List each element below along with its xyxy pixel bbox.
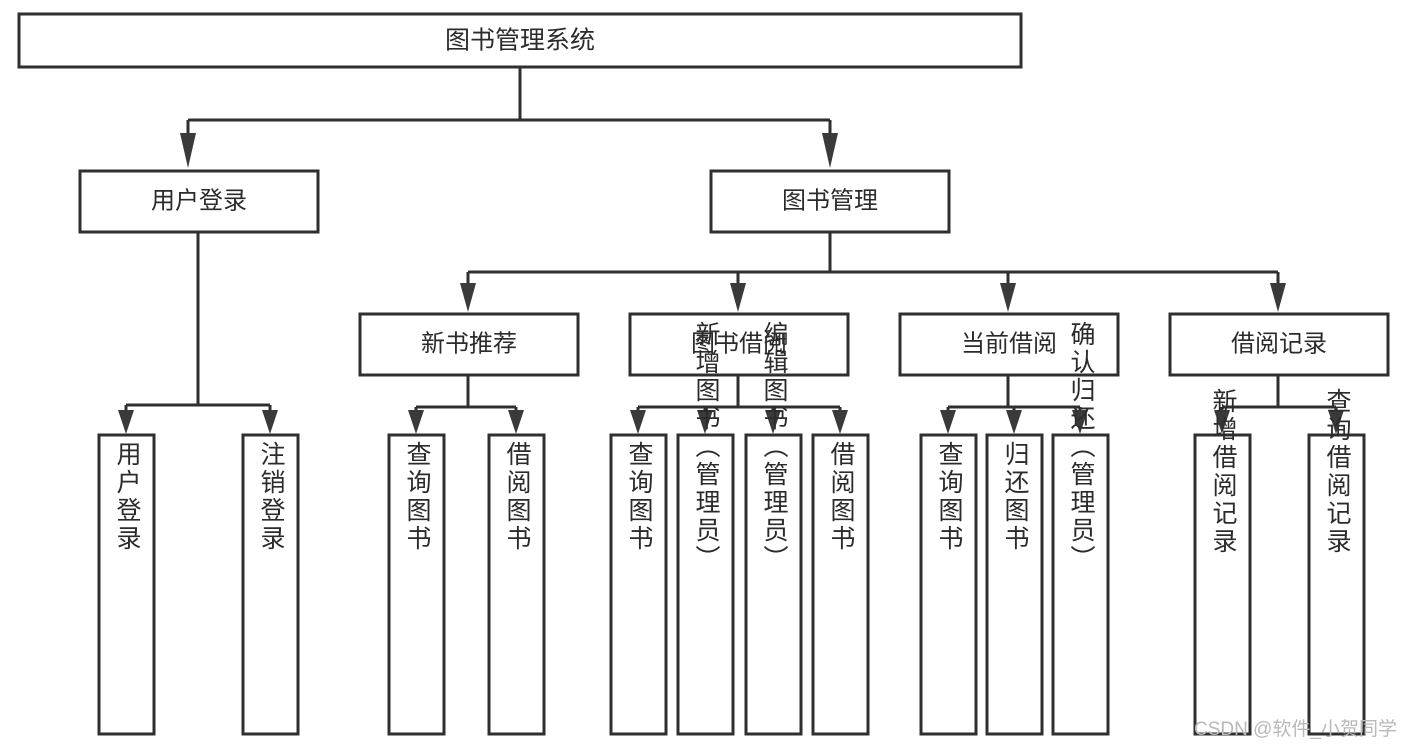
leaf-user-login-2-label: 注销登录 <box>257 441 286 553</box>
leaf-book-borrow-1[interactable]: 查询图书 <box>609 433 668 736</box>
leaf-borrow-record-2-label: 查询借阅记录 <box>1323 388 1352 556</box>
leaf-current-borrow-3-box[interactable] <box>1051 433 1110 736</box>
arrow-to-borrow-record <box>1270 283 1286 312</box>
node-current-borrow-box[interactable] <box>898 312 1120 377</box>
leaf-borrow-record-1-box[interactable] <box>1193 433 1252 736</box>
arrow-bookborrow-leaf-2 <box>697 410 713 434</box>
arrow-to-user-login <box>180 133 196 168</box>
leaf-current-borrow-2[interactable]: 归还图书 <box>985 433 1044 736</box>
node-current-borrow-label: 当前借阅 <box>961 330 1057 357</box>
arrow-currentborrow-leaf-2 <box>1006 410 1022 434</box>
node-root-box[interactable] <box>17 12 1023 69</box>
leaf-current-borrow-2-label: 归还图书 <box>1001 441 1030 553</box>
node-book-borrow-box[interactable] <box>628 312 850 377</box>
arrow-borrowrecord-leaf-1 <box>1214 410 1230 434</box>
leaf-borrow-record-1-label: 新增借阅记录 <box>1209 388 1238 556</box>
connector-layer <box>118 67 1344 434</box>
arrow-userlogin-leaf-2 <box>262 410 278 434</box>
node-book-borrow[interactable]: 图书借阅 <box>628 312 850 377</box>
leaf-book-borrow-4[interactable]: 借阅图书 <box>811 433 870 736</box>
arrow-bookborrow-leaf-3 <box>765 410 781 434</box>
arrow-to-book-manage <box>822 133 838 168</box>
node-book-borrow-label: 图书借阅 <box>691 330 787 357</box>
arrow-bookborrow-leaf-1 <box>630 410 646 434</box>
leaf-current-borrow-1-box[interactable] <box>919 433 978 736</box>
node-borrow-record-label: 借阅记录 <box>1231 330 1327 357</box>
node-new-book-recommend-label: 新书推荐 <box>421 330 517 357</box>
node-book-manage-box[interactable] <box>709 169 951 234</box>
leaf-book-borrow-1-label: 查询图书 <box>625 441 654 553</box>
leaf-book-borrow-1-box[interactable] <box>609 433 668 736</box>
leaf-book-borrow-3-box[interactable] <box>744 433 803 736</box>
leaf-user-login-1-box[interactable] <box>97 433 156 736</box>
arrow-to-book-borrow <box>730 283 746 312</box>
leaf-user-login-1-label: 用户登录 <box>113 441 142 553</box>
leaf-book-borrow-4-box[interactable] <box>811 433 870 736</box>
node-root-label: 图书管理系统 <box>445 27 595 55</box>
leaf-borrow-record-1[interactable]: 新增借阅记录 <box>1193 388 1252 736</box>
leaf-new-book-2[interactable]: 借阅图书 <box>487 433 546 736</box>
leaf-current-borrow-3-label: 确认归还（管理员） <box>1067 321 1096 573</box>
node-borrow-record[interactable]: 借阅记录 <box>1168 312 1390 377</box>
arrow-bookborrow-leaf-4 <box>832 410 848 434</box>
node-user-login-label: 用户登录 <box>151 187 247 214</box>
leaf-book-borrow-2-label: 新增图书（管理员） <box>692 321 721 573</box>
leaf-current-borrow-1[interactable]: 查询图书 <box>919 433 978 736</box>
node-book-manage[interactable]: 图书管理 <box>709 169 951 234</box>
node-user-login[interactable]: 用户登录 <box>78 169 320 234</box>
node-user-login-box[interactable] <box>78 169 320 234</box>
leaf-current-borrow-3[interactable]: 确认归还（管理员） <box>1051 321 1110 736</box>
leaf-new-book-2-label: 借阅图书 <box>503 441 532 553</box>
leaf-borrow-record-2[interactable]: 查询借阅记录 <box>1307 388 1366 736</box>
leaf-book-borrow-2[interactable]: 新增图书（管理员） <box>676 321 735 736</box>
leaf-book-borrow-4-label: 借阅图书 <box>827 441 856 553</box>
arrow-userlogin-leaf-1 <box>118 410 134 434</box>
leaf-current-borrow-1-label: 查询图书 <box>935 441 964 553</box>
leaf-user-login-1[interactable]: 用户登录 <box>97 433 156 736</box>
node-borrow-record-box[interactable] <box>1168 312 1390 377</box>
leaf-new-book-1[interactable]: 查询图书 <box>387 433 446 736</box>
leaf-user-login-2[interactable]: 注销登录 <box>241 433 300 736</box>
arrow-to-new-book <box>460 283 476 312</box>
leaf-borrow-record-2-box[interactable] <box>1307 433 1366 736</box>
leaf-new-book-2-box[interactable] <box>487 433 546 736</box>
node-book-manage-label: 图书管理 <box>782 187 878 214</box>
arrow-currentborrow-leaf-1 <box>940 410 956 434</box>
leaf-user-login-2-box[interactable] <box>241 433 300 736</box>
arrow-borrowrecord-leaf-2 <box>1328 410 1344 434</box>
node-new-book-recommend-box[interactable] <box>358 312 580 377</box>
arrow-currentborrow-leaf-3 <box>1072 410 1088 434</box>
leaf-current-borrow-2-box[interactable] <box>985 433 1044 736</box>
leaf-book-borrow-3[interactable]: 编辑图书（管理员） <box>744 321 803 736</box>
arrow-newbook-leaf-1 <box>408 410 424 434</box>
arrow-to-current-borrow <box>1000 283 1016 312</box>
node-root[interactable]: 图书管理系统 <box>17 12 1023 69</box>
node-current-borrow[interactable]: 当前借阅 <box>898 312 1120 377</box>
leaf-new-book-1-box[interactable] <box>387 433 446 736</box>
arrow-newbook-leaf-2 <box>508 410 524 434</box>
leaf-book-borrow-3-label: 编辑图书（管理员） <box>760 321 789 573</box>
leaf-book-borrow-2-box[interactable] <box>676 433 735 736</box>
node-new-book-recommend[interactable]: 新书推荐 <box>358 312 580 377</box>
leaf-new-book-1-label: 查询图书 <box>403 441 432 553</box>
